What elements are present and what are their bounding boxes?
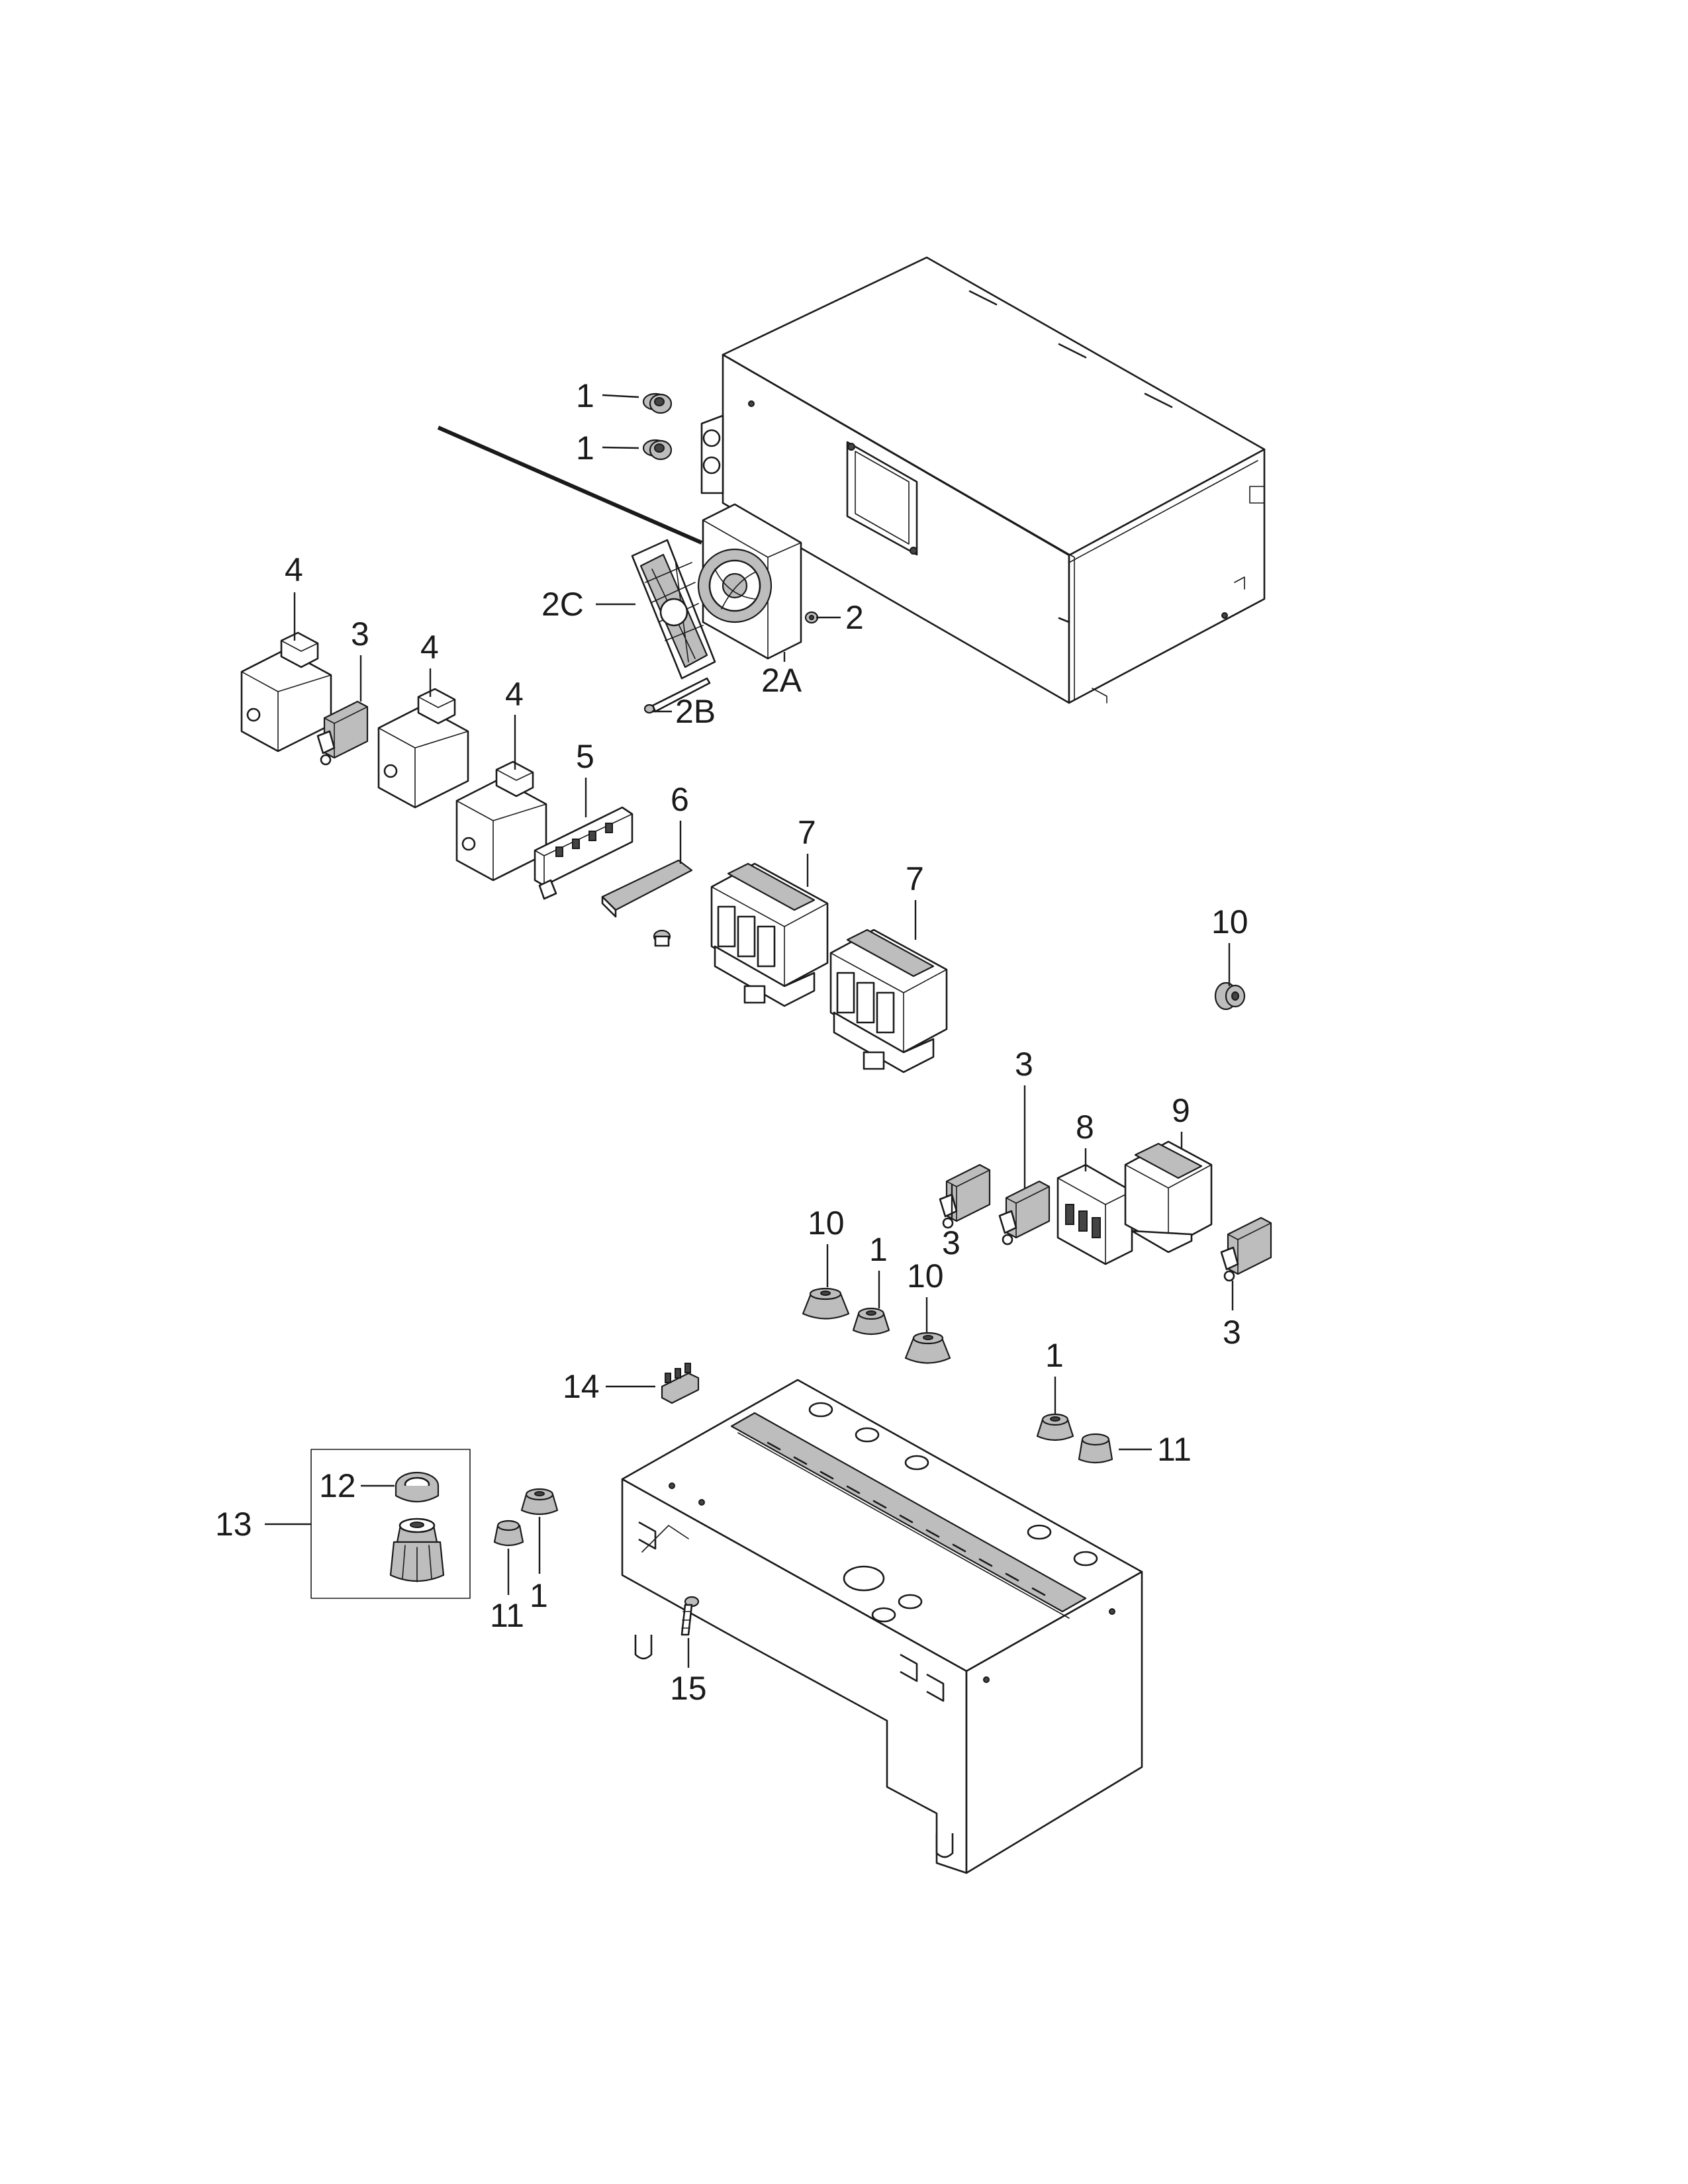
callout-3-d: 3 <box>1223 1314 1241 1351</box>
callout-3-a: 3 <box>351 615 369 653</box>
callout-11-b: 11 <box>490 1597 524 1634</box>
grommet-part-1-mid-a <box>852 1307 890 1336</box>
enclosure-cover <box>700 256 1266 704</box>
fan-part-2a <box>697 503 802 660</box>
callout-2b: 2B <box>675 693 716 730</box>
grommet-part-10-a <box>1214 981 1246 1011</box>
callout-3-c: 3 <box>942 1224 961 1261</box>
callout-7-a: 7 <box>798 814 816 851</box>
screw-part-2b <box>643 677 711 714</box>
callout-1-top-a: 1 <box>576 377 594 414</box>
grommet-part-1-low <box>520 1488 559 1516</box>
callout-1-mid-b: 1 <box>1045 1337 1064 1374</box>
leader-lines <box>265 394 1234 1668</box>
circuit-breaker-part-4-c <box>455 760 547 882</box>
terminal-block-part-3-a <box>316 700 369 766</box>
callout-9: 9 <box>1172 1092 1190 1129</box>
callout-2a: 2A <box>761 662 802 699</box>
screw-part-15 <box>680 1596 700 1636</box>
callout-8: 8 <box>1076 1109 1094 1146</box>
callout-6: 6 <box>671 781 689 818</box>
terminal-block-part-3-b <box>939 1163 991 1229</box>
contactor-part-9 <box>1124 1140 1213 1253</box>
circuit-breaker-part-4-a <box>240 631 332 752</box>
callout-1-low: 1 <box>530 1577 548 1614</box>
callout-7-b: 7 <box>906 860 924 897</box>
callout-3-b: 3 <box>1015 1046 1033 1083</box>
grommet-part-1-mid-b <box>1036 1413 1074 1441</box>
cover-plate-part-6 <box>601 859 693 947</box>
callout-10-a: 10 <box>1211 903 1248 940</box>
callout-4-c: 4 <box>505 676 524 713</box>
callout-10-b: 10 <box>808 1205 845 1242</box>
base-tray <box>621 1379 1143 1874</box>
grommet-part-1-top-a <box>642 392 673 414</box>
cable-gland-part-13 <box>389 1518 445 1582</box>
plug-part-11-a <box>1078 1433 1113 1464</box>
callout-13: 13 <box>215 1506 252 1543</box>
callout-14: 14 <box>563 1368 600 1405</box>
callout-4-b: 4 <box>420 629 439 666</box>
overload-relay-part-8 <box>1056 1163 1133 1265</box>
callout-labels: 1 1 4 3 4 4 2C 2 2A 2B 5 6 7 7 10 3 8 9 … <box>215 377 1248 1707</box>
locknut-part-12 <box>395 1471 440 1502</box>
fan-guard-part-2c <box>631 539 716 680</box>
din-rail-part-5 <box>534 806 633 900</box>
callout-1-top-b: 1 <box>576 430 594 467</box>
contactor-part-7-a <box>710 862 829 1007</box>
callout-12: 12 <box>319 1467 356 1504</box>
callout-4-a: 4 <box>285 551 303 588</box>
callout-11-a: 11 <box>1157 1431 1192 1468</box>
terminal-block-part-3-d <box>1220 1216 1272 1282</box>
grommet-part-10-c <box>904 1332 951 1364</box>
callout-1-mid-a: 1 <box>869 1231 888 1268</box>
nut-part-2 <box>804 611 819 624</box>
callout-2: 2 <box>845 599 864 636</box>
callout-2c: 2C <box>541 586 584 623</box>
grommet-part-1-top-b <box>642 439 673 461</box>
cable <box>437 426 703 545</box>
callout-15: 15 <box>670 1670 707 1707</box>
terminal-block-part-3-c <box>998 1180 1051 1246</box>
callout-5: 5 <box>576 738 594 775</box>
contactor-part-7-b <box>829 929 948 1073</box>
plug-part-11-b <box>493 1520 524 1547</box>
terminal-strip-part-14 <box>661 1363 700 1404</box>
callout-10-c: 10 <box>907 1257 944 1295</box>
circuit-breaker-part-4-b <box>377 688 469 809</box>
grommet-part-10-b <box>802 1287 850 1320</box>
